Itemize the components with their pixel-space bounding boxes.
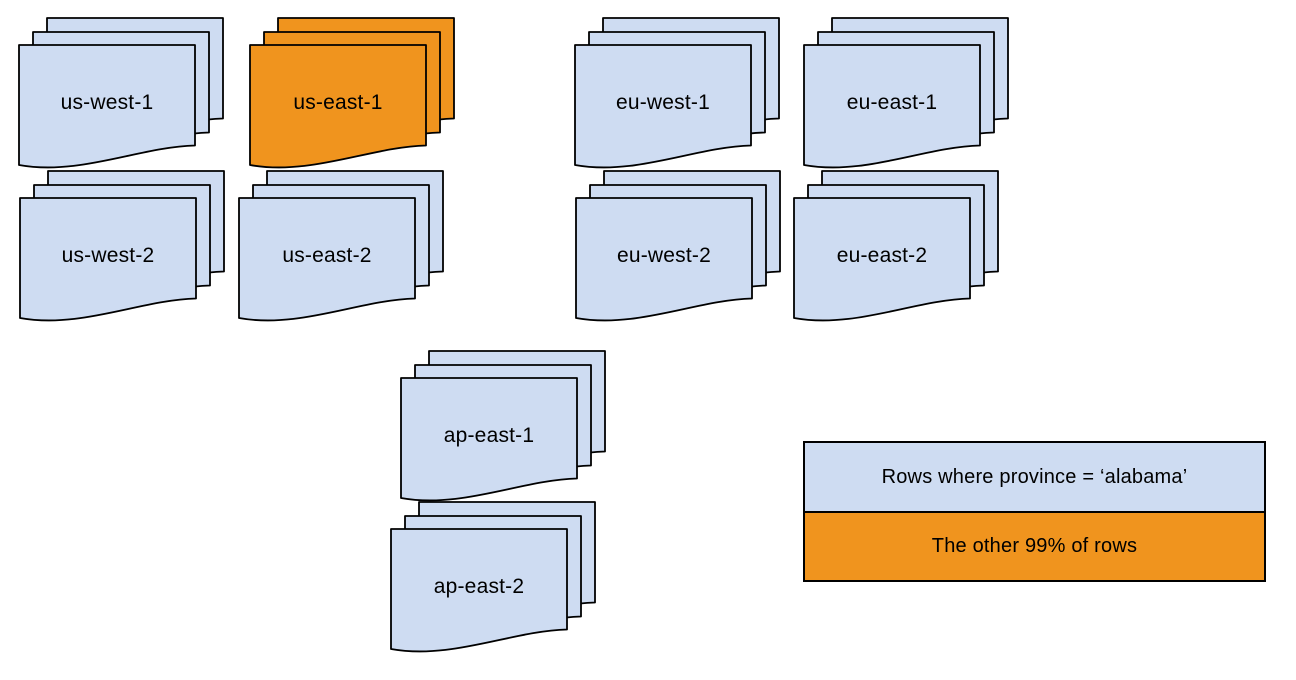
region-label-eu-east-2: eu-east-2 bbox=[836, 244, 928, 267]
region-stack-us-east-1: us-east-1 bbox=[249, 17, 455, 174]
region-label-eu-west-1: eu-west-1 bbox=[615, 91, 710, 114]
legend-item-other-rows: The other 99% of rows bbox=[805, 511, 1264, 580]
region-stack-eu-west-2: eu-west-2 bbox=[575, 170, 781, 327]
region-stack-ap-east-2: ap-east-2 bbox=[390, 501, 596, 658]
legend: Rows where province = ‘alabama’ The othe… bbox=[803, 441, 1266, 582]
region-stack-eu-west-1: eu-west-1 bbox=[574, 17, 780, 174]
document-shape-icon bbox=[19, 197, 197, 322]
document-shape-icon bbox=[390, 528, 568, 653]
region-stack-eu-east-2: eu-east-2 bbox=[793, 170, 999, 327]
document-shape-icon bbox=[238, 197, 416, 322]
region-label-us-east-1: us-east-1 bbox=[293, 91, 383, 114]
document-shape-icon bbox=[574, 44, 752, 169]
legend-item-alabama-rows: Rows where province = ‘alabama’ bbox=[805, 443, 1264, 511]
legend-label-other-rows: The other 99% of rows bbox=[931, 535, 1138, 557]
region-stack-ap-east-1: ap-east-1 bbox=[400, 350, 606, 507]
document-shape-icon bbox=[575, 197, 753, 322]
document-shape-icon bbox=[400, 377, 578, 502]
legend-label-alabama-rows: Rows where province = ‘alabama’ bbox=[881, 465, 1188, 488]
region-label-eu-west-2: eu-west-2 bbox=[616, 244, 711, 267]
region-stack-us-west-2: us-west-2 bbox=[19, 170, 225, 327]
region-label-eu-east-1: eu-east-1 bbox=[846, 91, 938, 114]
document-shape-icon bbox=[249, 44, 427, 169]
region-label-us-west-2: us-west-2 bbox=[61, 244, 155, 267]
region-label-us-west-1: us-west-1 bbox=[60, 91, 154, 114]
region-stack-us-west-1: us-west-1 bbox=[18, 17, 224, 174]
region-label-us-east-2: us-east-2 bbox=[282, 244, 372, 267]
region-label-ap-east-2: ap-east-2 bbox=[433, 575, 525, 598]
region-label-ap-east-1: ap-east-1 bbox=[443, 424, 535, 447]
document-shape-icon bbox=[18, 44, 196, 169]
region-stack-us-east-2: us-east-2 bbox=[238, 170, 444, 327]
region-stack-eu-east-1: eu-east-1 bbox=[803, 17, 1009, 174]
document-shape-icon bbox=[803, 44, 981, 169]
document-shape-icon bbox=[793, 197, 971, 322]
